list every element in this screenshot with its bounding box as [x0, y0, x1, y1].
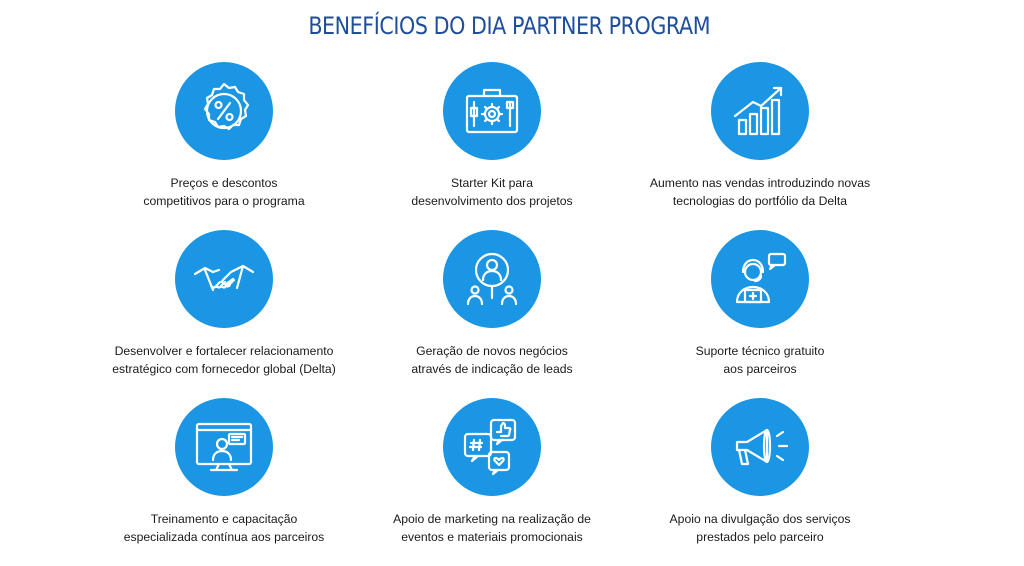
growth-chart-icon [711, 62, 809, 160]
support-agent-icon [711, 230, 809, 328]
online-training-icon [175, 398, 273, 496]
lead-search-icon [443, 230, 541, 328]
megaphone-icon [711, 398, 809, 496]
percent-badge-icon [175, 62, 273, 160]
social-marketing-icon [443, 398, 541, 496]
toolbox-icon [443, 62, 541, 160]
handshake-icon [175, 230, 273, 328]
page-title: BENEFÍCIOS DO DIA PARTNER PROGRAM [308, 12, 711, 40]
